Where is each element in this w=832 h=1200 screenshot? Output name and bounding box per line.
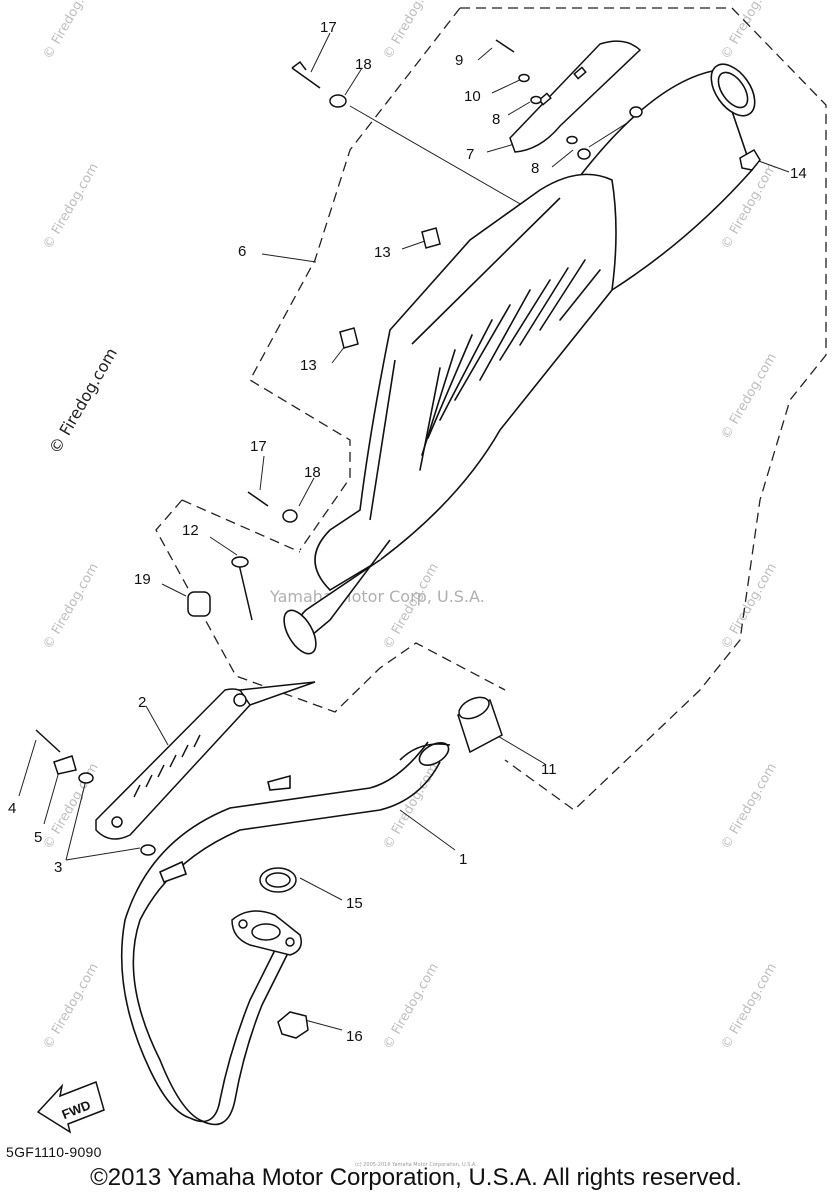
diagram-code: 5GF1110-9090 [6,1144,102,1160]
watermark-text: © Firedog.com [40,561,101,652]
watermark-text: © Firedog.com [718,961,779,1052]
callout-13: 13 [374,244,391,261]
muffler-fins [419,259,601,471]
protector-slots [133,734,201,798]
heat-protector-lower [95,681,316,840]
callout-8: 8 [531,160,539,177]
callout-16: 16 [346,1028,363,1045]
callout-6: 6 [238,243,246,260]
callout-15: 15 [346,895,363,912]
callout-7: 7 [466,146,474,163]
callout-18: 18 [355,56,372,73]
watermark-text: © Firedog.com [718,0,779,62]
callout-18: 18 [304,464,321,481]
watermark-text: © Firedog.com [40,961,101,1052]
callout-2: 2 [138,694,146,711]
callout-9: 9 [455,52,463,69]
watermark-text: © Firedog.com [718,351,779,442]
callout-13: 13 [300,357,317,374]
callout-17: 17 [250,438,267,455]
watermark-text: © Firedog.com [718,761,779,852]
callout-12: 12 [182,522,199,539]
fwd-arrow-icon: FWD [36,1081,105,1134]
small-parts [35,39,761,1039]
heat-protector-upper [509,40,642,153]
callout-10: 10 [464,88,481,105]
callout-11: 11 [541,761,557,778]
small-copyright: (c) 2005-2016 Yamaha Motor Corporation, … [355,1162,477,1168]
pipe-flange [231,910,302,956]
watermark-text: © Firedog.com [380,0,441,62]
exhaust-pipe [120,741,451,1126]
copyright-notice: ©2013 Yamaha Motor Corporation, U.S.A. A… [90,1164,742,1191]
watermark-text: © Firedog.com [380,961,441,1052]
callout-3: 3 [54,859,62,876]
callout-labels: 17 18 9 10 8 7 8 14 6 13 13 17 18 12 19 … [8,19,807,1045]
watermark-text: © Firedog.com [40,0,101,62]
watermark-corp: Yamaha Motor Corp, U.S.A. [269,587,485,606]
watermark-text: © Firedog.com [40,161,101,252]
watermark-text: © Firedog.com [380,561,441,652]
assembly-outline [155,7,827,811]
callout-17: 17 [320,19,337,36]
callout-19: 19 [134,571,151,588]
callout-5: 5 [34,829,42,846]
callout-4: 4 [8,800,16,817]
watermark-text-dark: © Firedog.com [45,344,121,457]
callout-1: 1 [459,851,467,868]
callout-8: 8 [492,111,500,128]
watermark-text: © Firedog.com [718,561,779,652]
callout-14: 14 [790,165,807,182]
